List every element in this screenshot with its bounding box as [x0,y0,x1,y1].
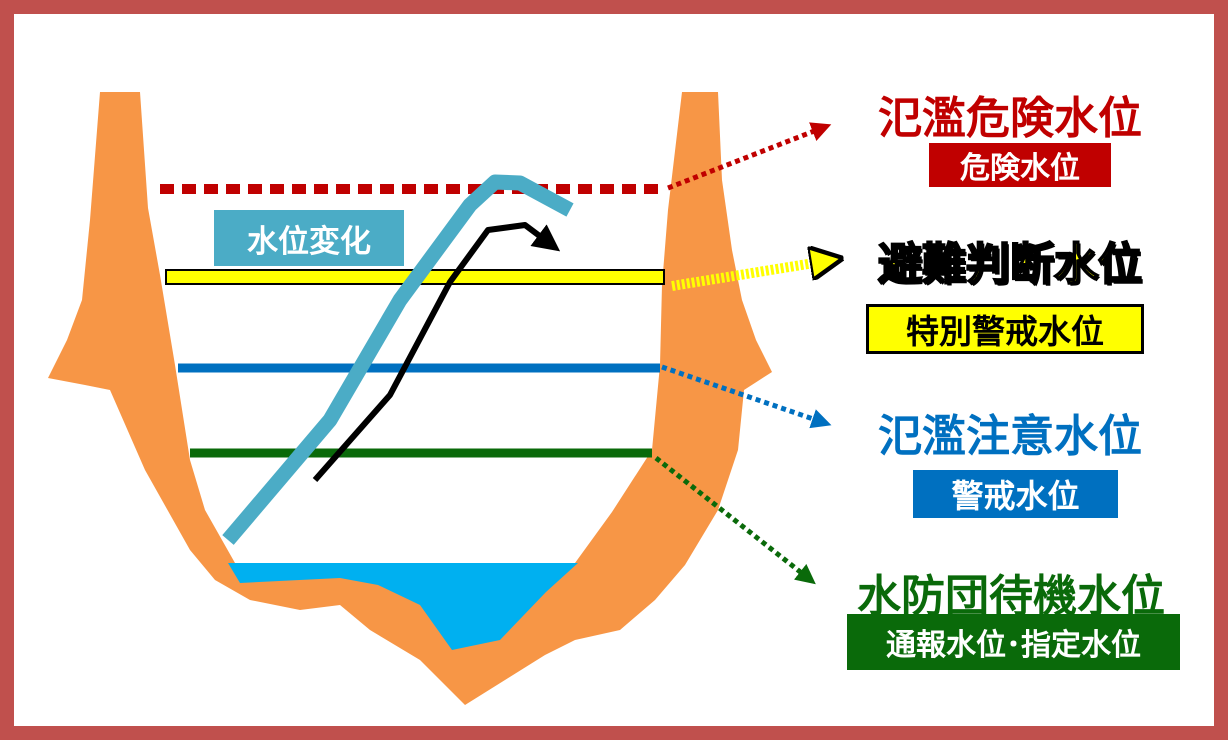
danger-pointer-arrow-icon [667,122,832,191]
flood-danger-level-subtitle: 危険水位 [929,143,1111,187]
standby-level-title: 水防団待機水位 [857,571,1165,622]
trend-arrow-icon [312,222,561,482]
evacuation-level-subtitle: 特別警戒水位 [866,304,1144,354]
flood-caution-level-title: 氾濫注意水位 [878,411,1142,462]
river-water [228,563,578,650]
flood-danger-level-title: 氾濫危険水位 [878,93,1142,144]
caution-pointer-arrow-icon [661,364,832,429]
standby-level-subtitle: 通報水位･指定水位 [847,614,1180,670]
water-level-change-label: 水位変化 [214,210,404,266]
evacuation-level-title: 避難判断水位 [877,238,1143,291]
flood-caution-level-subtitle: 警戒水位 [913,470,1118,518]
water-level-trend-line [222,174,574,545]
river-bank [48,92,772,705]
